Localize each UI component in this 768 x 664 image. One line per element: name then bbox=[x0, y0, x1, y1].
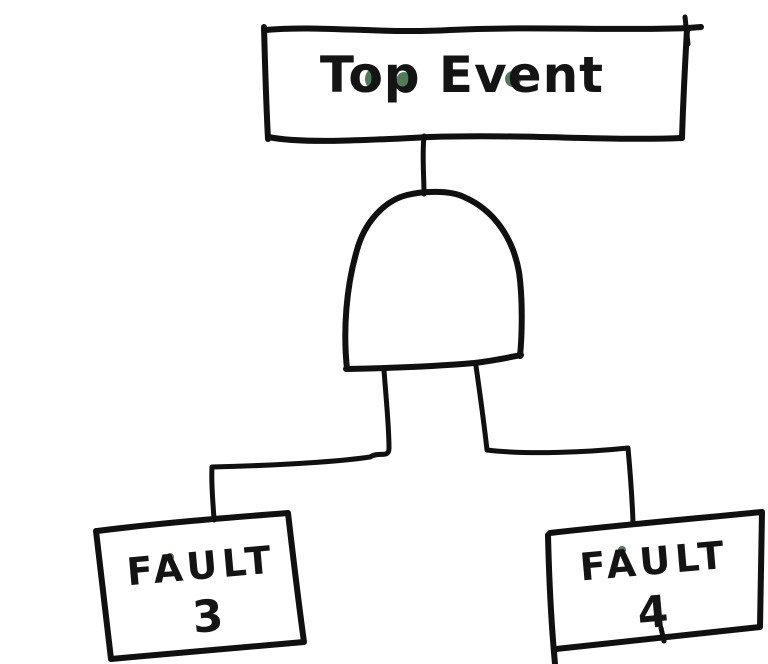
connector-top-event-to-gate bbox=[420, 133, 427, 197]
top-event-box bbox=[679, 26, 690, 141]
and-gate-dome bbox=[342, 188, 525, 372]
fault-4-label: FAULT bbox=[578, 533, 731, 590]
and-gate-base bbox=[343, 352, 524, 372]
top-event-box bbox=[265, 133, 685, 144]
fault-4-box-tick bbox=[658, 625, 667, 644]
green-ink-fleck bbox=[618, 546, 626, 554]
top-event-node: Top Event bbox=[261, 14, 704, 144]
green-ink-fleck bbox=[166, 553, 174, 561]
fault-3-node: FAULT 3 bbox=[93, 510, 307, 662]
top-event-label: Top Event bbox=[320, 46, 604, 104]
connector-gate-to-fault-3 bbox=[209, 367, 392, 523]
top-event-box bbox=[261, 24, 271, 142]
fault-4-number: 4 bbox=[635, 586, 670, 639]
fault-4-box bbox=[547, 509, 765, 652]
and-gate-icon bbox=[342, 188, 525, 372]
fault-4-box-left-edge bbox=[545, 532, 558, 664]
fault-3-box bbox=[93, 510, 307, 662]
fault-3-number: 3 bbox=[190, 590, 225, 643]
fault-3-label: FAULT bbox=[125, 537, 278, 594]
connector-gate-to-fault-4 bbox=[473, 363, 636, 525]
top-event-box bbox=[262, 24, 704, 35]
green-ink-flecks bbox=[365, 69, 521, 92]
fault-4-node: FAULT 4 bbox=[545, 509, 765, 664]
